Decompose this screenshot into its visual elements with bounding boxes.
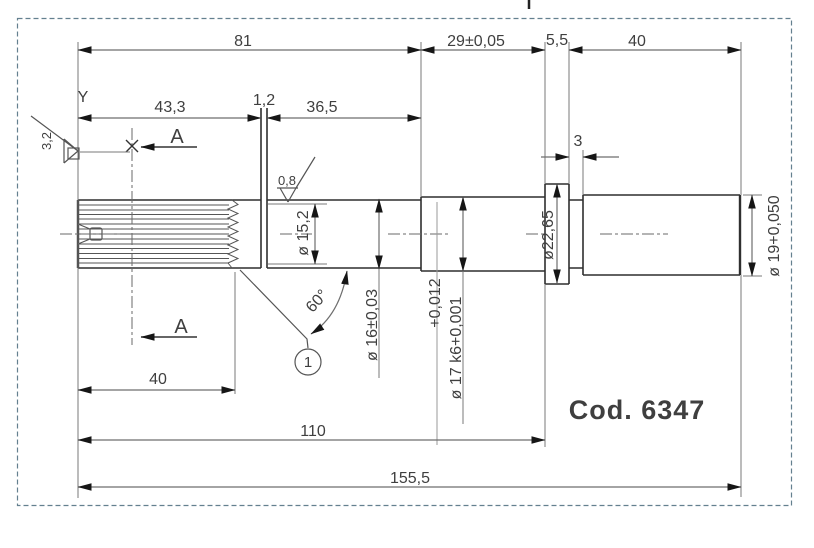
spline-hatching: [79, 199, 240, 269]
roughness-3-2-label: 3,2: [39, 132, 54, 150]
axis-y-label: Y: [78, 89, 89, 106]
balloon-1-label: 1: [304, 354, 312, 371]
section-a-top-label: A: [170, 126, 184, 148]
section-cross-mark: [125, 139, 139, 153]
dim-3-label: 3: [574, 133, 583, 150]
balloon-circle: [294, 348, 322, 376]
dim-40-top-label: 40: [628, 33, 646, 50]
dia-16-label: ø 16±0,03: [364, 289, 381, 361]
dim-81-label: 81: [234, 33, 252, 50]
roughness-symbol-left: [30, 115, 80, 164]
dim-29-label: 29±0,05: [447, 33, 505, 50]
dia-19-label: ø 19+0,050: [766, 195, 783, 277]
roughness-0-8-label: 0,8: [278, 173, 296, 188]
shaft-outline: [76, 108, 742, 285]
dim-155-5-label: 155,5: [390, 470, 430, 487]
dia-22-65-label: ø22,65: [540, 210, 557, 260]
dim-1-2-label: 1,2: [253, 92, 275, 109]
dim-110-label: 110: [300, 423, 326, 440]
dimension-lines: [77, 46, 756, 491]
dashed-frame-border: [16, 17, 793, 507]
dia-17-tolerance-label: +0,012: [427, 278, 444, 327]
spline-runout-zigzag: [226, 199, 240, 269]
section-a-bottom-label: A: [174, 316, 188, 338]
chamfer-detail: [239, 269, 349, 376]
dim-5-5-label: 5,5: [546, 32, 568, 49]
dim-43-3-label: 43,3: [154, 99, 185, 116]
dia-15-2-label: ø 15,2: [295, 210, 312, 255]
dia-17-label: ø 17 k6+0,001: [448, 297, 465, 400]
part-code-label: Cod. 6347: [569, 395, 706, 425]
dim-40-bottom-label: 40: [149, 371, 167, 388]
angle-60-label: 60°: [303, 287, 332, 316]
roughness-symbol-mid: [277, 156, 316, 203]
dim-36-5-label: 36,5: [306, 99, 337, 116]
